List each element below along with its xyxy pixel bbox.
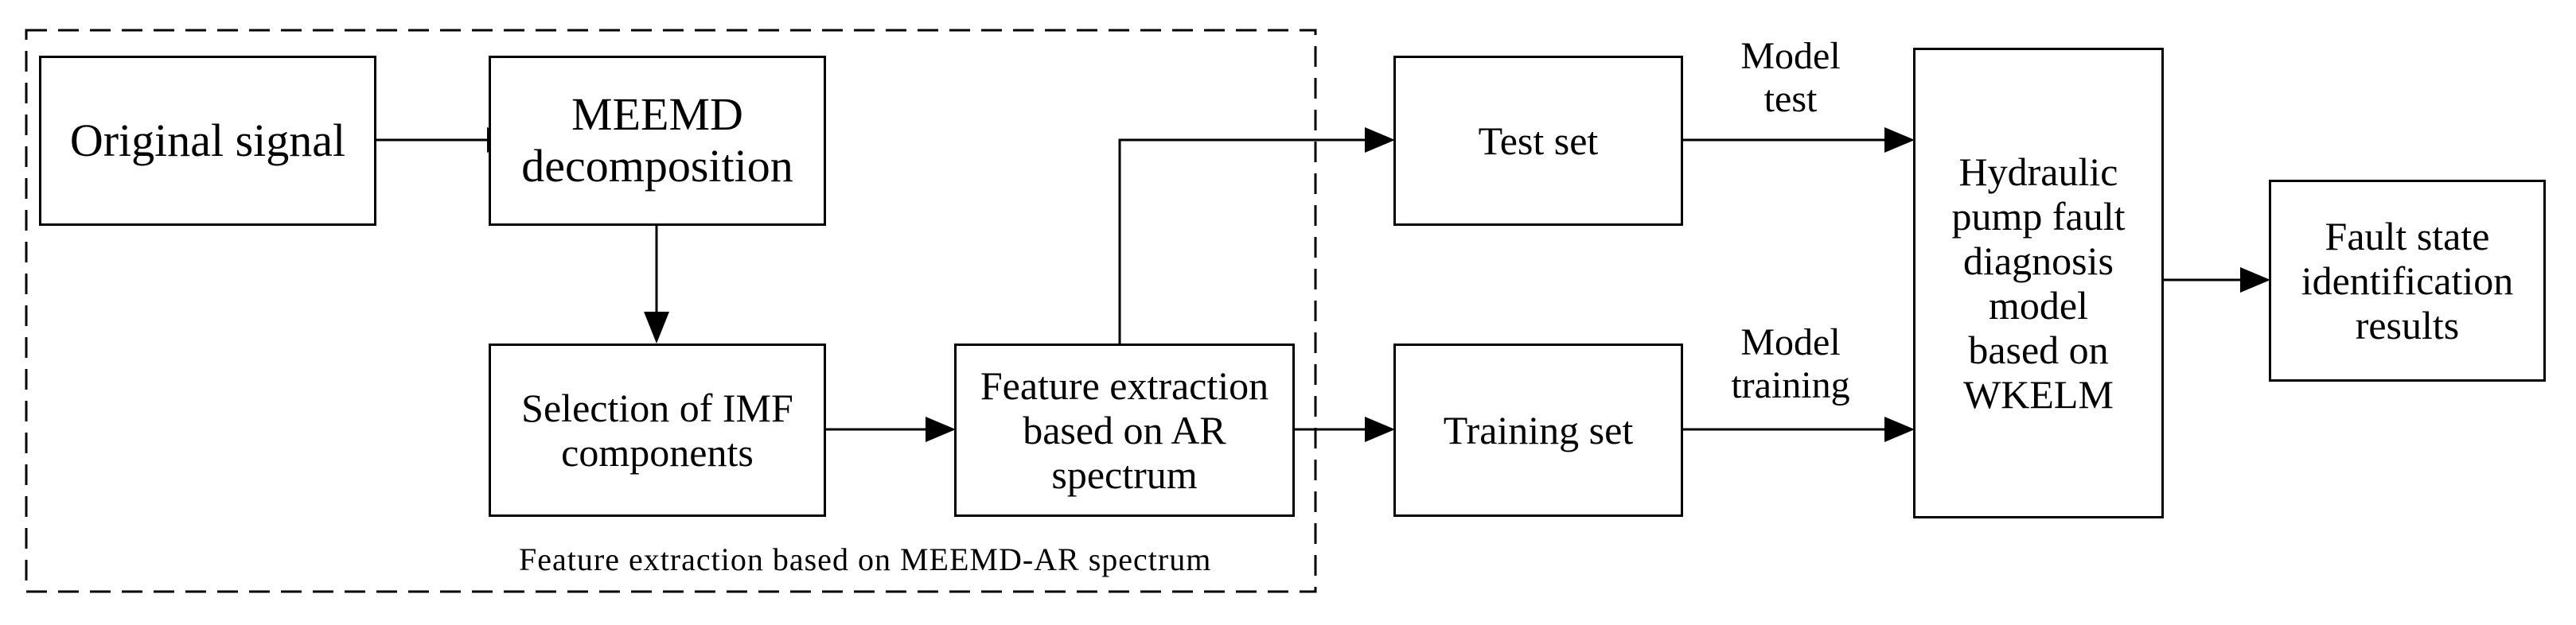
node-meemd-decomposition-label: MEEMD decomposition	[521, 88, 793, 192]
node-meemd-decomposition: MEEMD decomposition	[489, 56, 826, 226]
node-wkelm-model: Hydraulic pump fault diagnosis model bas…	[1913, 48, 2164, 518]
edge-label-model-test: Model test	[1740, 35, 1841, 120]
node-training-set-label: Training set	[1443, 408, 1634, 452]
arrowhead-feature-to-test	[1365, 127, 1395, 153]
node-original-signal-label: Original signal	[69, 114, 346, 166]
node-fault-results-label: Fault state identification results	[2301, 214, 2514, 347]
group-label-feature-extraction: Feature extraction based on MEEMD-AR spe…	[519, 542, 1212, 577]
arrowhead-model-to-results	[2240, 267, 2270, 293]
feature-extraction-group-boundary	[25, 29, 1317, 593]
edge-label-model-training: Model training	[1731, 321, 1850, 406]
node-original-signal: Original signal	[39, 56, 376, 226]
arrowhead-meemd-to-selection	[644, 312, 669, 344]
node-feature-extraction: Feature extraction based on AR spectrum	[954, 344, 1295, 517]
arrowhead-selection-to-feature	[926, 417, 956, 442]
node-test-set-label: Test set	[1478, 118, 1599, 163]
node-test-set: Test set	[1393, 56, 1683, 226]
arrowhead-test-to-model	[1884, 127, 1915, 153]
node-fault-results: Fault state identification results	[2269, 180, 2546, 382]
arrow-feature-to-test	[1118, 138, 1365, 344]
arrowhead-feature-to-training	[1365, 417, 1395, 442]
node-feature-extraction-label: Feature extraction based on AR spectrum	[980, 363, 1269, 497]
node-training-set: Training set	[1393, 344, 1683, 517]
node-selection-imf-label: Selection of IMF components	[521, 386, 793, 475]
node-wkelm-model-label: Hydraulic pump fault diagnosis model bas…	[1951, 149, 2126, 417]
arrowhead-training-to-model	[1884, 417, 1915, 442]
node-selection-imf: Selection of IMF components	[489, 344, 826, 517]
